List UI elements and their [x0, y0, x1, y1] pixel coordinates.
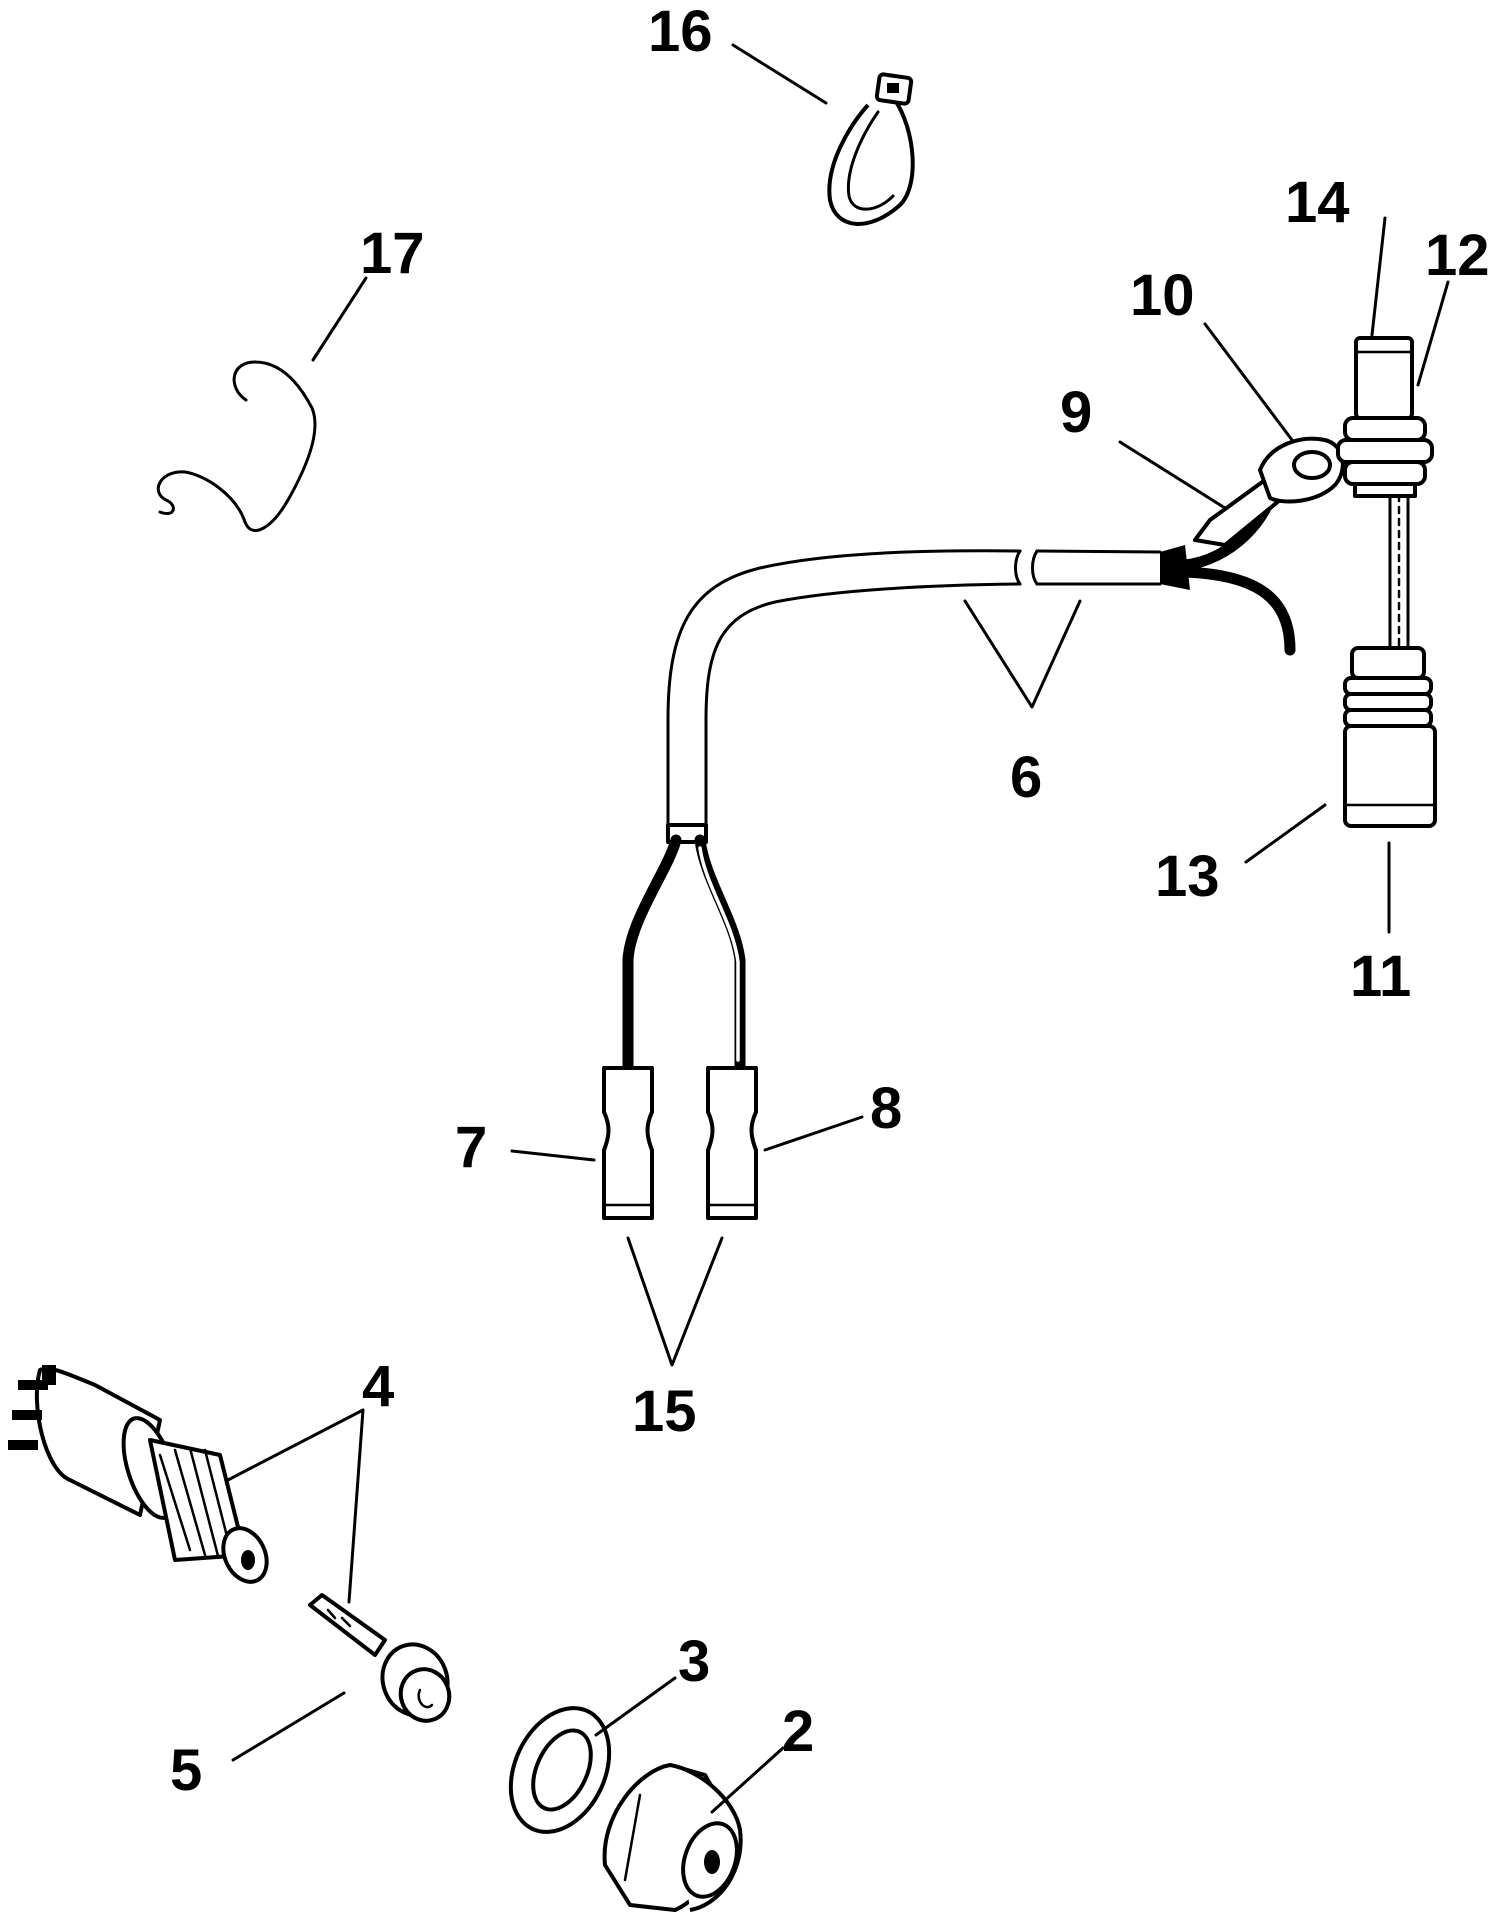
part-4-ignition-switch: [8, 1365, 269, 1584]
part-16-cable-tie: [827, 72, 915, 226]
callout-3: 3: [678, 1629, 710, 1694]
callout-5: 5: [170, 1738, 202, 1803]
part-12-connector-body: [1336, 416, 1434, 498]
callout-10: 10: [1130, 263, 1195, 328]
leader-lines: [224, 43, 1450, 1814]
part-11-connector-body: [1343, 646, 1433, 728]
part-10-ring-terminal: [1258, 436, 1345, 504]
part-6-harness-cable: [666, 545, 1190, 844]
part-17-wire-clip: [156, 360, 317, 532]
callout-13: 13: [1155, 844, 1220, 909]
callout-9: 9: [1060, 380, 1092, 445]
callout-16: 16: [648, 0, 713, 64]
part-5-key: [308, 1593, 452, 1723]
part-3-washer: [508, 1706, 612, 1834]
part-2-nut: [602, 1763, 743, 1912]
harness-wire-branches: [622, 834, 746, 1076]
callout-17: 17: [360, 221, 425, 286]
callout-8: 8: [870, 1076, 902, 1141]
callout-2: 2: [782, 1699, 814, 1764]
part-8-terminal: [706, 1066, 758, 1220]
callout-labels: 2 3 4 5 6 7 8 9 10 11 12 13 14 15 16 17: [170, 0, 1490, 1803]
callout-7: 7: [455, 1115, 487, 1180]
callout-11: 11: [1350, 944, 1411, 1009]
callout-12: 12: [1425, 223, 1490, 288]
callout-14: 14: [1285, 170, 1350, 235]
callout-6: 6: [1010, 745, 1042, 810]
part-7-terminal: [602, 1066, 654, 1220]
part-13-connector-sleeve: [1343, 724, 1437, 828]
part-14-connector-cap: [1354, 336, 1414, 420]
callout-15: 15: [632, 1379, 697, 1444]
callout-4: 4: [362, 1354, 394, 1419]
